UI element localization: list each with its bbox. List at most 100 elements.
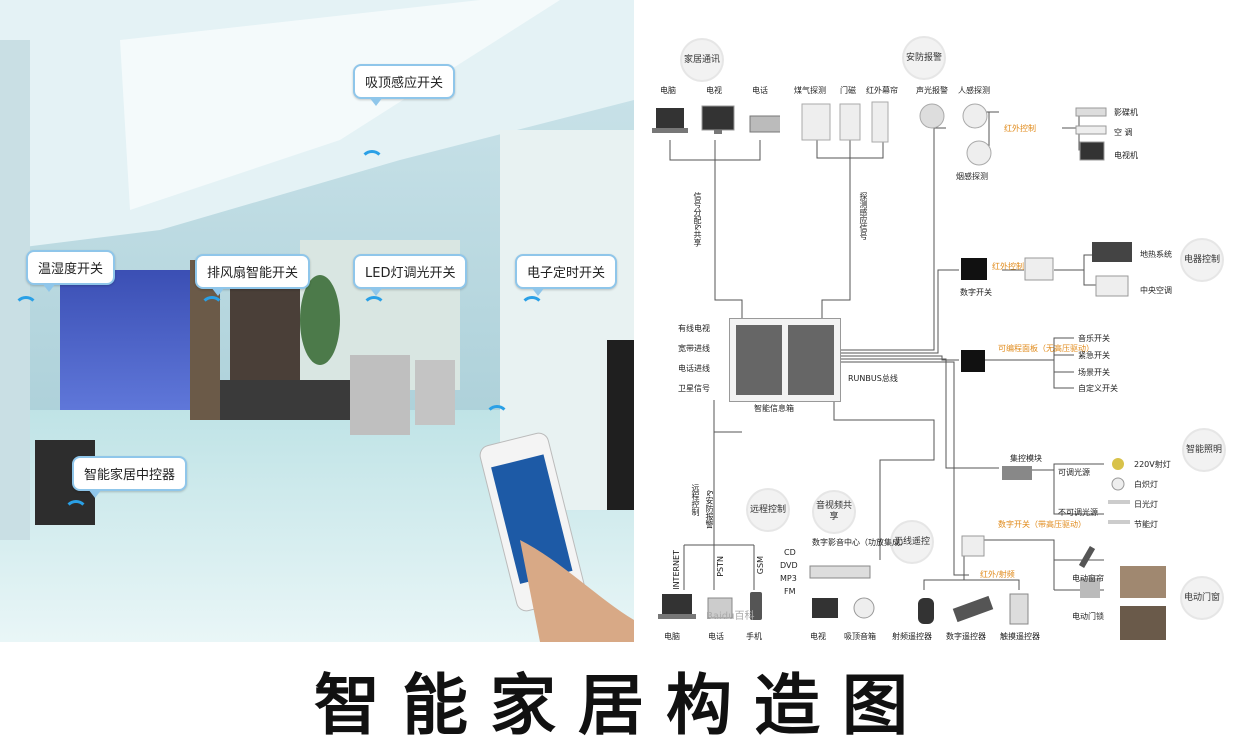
av-output-icons (812, 597, 875, 619)
input-label: 卫星信号 (678, 384, 710, 393)
bus-label: RUNBUS总线 (848, 374, 898, 383)
hvac-icons (1092, 242, 1132, 297)
info-box-panel-icon (736, 325, 834, 395)
group-label: 智能照明 (1185, 444, 1222, 455)
group-label: 音视频共享 (815, 501, 852, 522)
switch-label: 紧急开关 (1078, 351, 1110, 360)
group-security: 安防报警 (904, 38, 944, 78)
av-source: CD (784, 548, 796, 557)
av-source: MP3 (780, 574, 797, 583)
group-label: 安防报警 (905, 52, 942, 63)
lamp-icons (1108, 458, 1130, 524)
callout-led-dimmer: LED灯调光开关 (353, 254, 468, 296)
light-label: 日光灯 (1134, 500, 1158, 509)
line-label: PSTN (716, 556, 725, 577)
central-module-icon (1002, 466, 1032, 480)
wifi-icon (200, 296, 224, 309)
device-label: 烟感探测 (956, 172, 988, 181)
device-label: 手机 (746, 632, 762, 641)
wifi-icon (520, 296, 544, 309)
signal-share-label: 信号分配&共享 (693, 192, 702, 247)
light-label: 220V射灯 (1134, 460, 1171, 469)
device-label: 数字开关 (960, 288, 992, 297)
remote-device-icons (658, 592, 762, 620)
device-label: 电动门锁 (1072, 612, 1104, 621)
group-label: 电器控制 (1183, 254, 1220, 265)
device-label: 红外幕帘 (866, 86, 898, 95)
security-alarm-label: &安防报警 (705, 490, 714, 529)
device-label: 门磁 (840, 86, 856, 95)
group-label: 无线遥控 (893, 536, 930, 547)
device-label: 触摸遥控器 (1000, 632, 1040, 641)
callout-text: 电子定时开关 (527, 266, 606, 281)
device-label: 地热系统 (1140, 250, 1172, 259)
device-label: 电话 (752, 86, 768, 95)
device-label: 电视机 (1114, 151, 1138, 160)
input-label: 电话进线 (678, 364, 710, 373)
remote-ctrl-label: 远程控制 (691, 484, 700, 516)
group-remote: 远程控制 (748, 490, 788, 530)
detect-signal-label: 探测感应信号 (859, 192, 868, 240)
curtain-door-icons (1120, 566, 1166, 640)
switch-label: 音乐开关 (1078, 334, 1110, 343)
module-label: 可编程面板（无高压驱动） (998, 344, 1094, 353)
group-lighting: 智能照明 (1184, 430, 1224, 470)
group-home-comm: 家居通讯 (682, 40, 722, 80)
wifi-icon (362, 296, 386, 309)
security-device-icons (801, 101, 988, 143)
device-label: 电脑 (660, 86, 676, 95)
device-label: 电话 (708, 632, 724, 641)
callout-fan-switch: 排风扇智能开关 (195, 254, 311, 296)
room-illustration (0, 0, 634, 642)
device-label: 电脑 (664, 632, 680, 641)
light-label: 白炽灯 (1134, 480, 1158, 489)
digital-switch-icons (961, 257, 1054, 281)
module-label: 集控模块 (1010, 454, 1042, 463)
ir-device-icons (1075, 107, 1107, 161)
callout-ceiling-sensor: 吸顶感应开关 (353, 64, 456, 106)
callout-text: 吸顶感应开关 (365, 76, 444, 91)
smart-home-photo: 吸顶感应开关 温湿度开关 排风扇智能开关 LED灯调光开关 电子定时开关 智能家… (0, 0, 634, 642)
callout-text: 智能家居中控器 (84, 468, 176, 483)
group-appliance: 电器控制 (1182, 240, 1222, 280)
source-label: 不可调光源 (1058, 508, 1098, 517)
device-label: 吸顶音箱 (844, 632, 876, 641)
switch-label: 场景开关 (1078, 368, 1110, 377)
comm-device-icons (652, 105, 780, 134)
motor-icons (1078, 545, 1100, 598)
callout-central-controller: 智能家居中控器 (72, 456, 188, 498)
av-source: DVD (780, 561, 798, 570)
switch-panel-icon (961, 535, 985, 557)
callout-temp-humidity: 温湿度开关 (26, 250, 116, 292)
device-label: 数字遥控器 (946, 632, 986, 641)
av-center-label: 数字影音中心（功放集成） (812, 538, 908, 547)
device-label: 空 调 (1114, 128, 1133, 137)
scene-panel-icon (961, 350, 985, 372)
device-label: 电视 (810, 632, 826, 641)
line-label: GSM (756, 556, 765, 575)
ir-control-label: 红外控制 (992, 262, 1024, 271)
switch-label: 自定义开关 (1078, 384, 1118, 393)
callout-timer-switch: 电子定时开关 (515, 254, 618, 296)
group-wireless: 无线遥控 (892, 522, 932, 562)
remote-control-icons (918, 593, 1029, 625)
callout-text: 排风扇智能开关 (207, 266, 299, 281)
callout-text: LED灯调光开关 (365, 266, 456, 281)
device-label: 声光报警 (916, 86, 948, 95)
av-center-icon (809, 565, 871, 579)
device-label: 中央空调 (1140, 286, 1172, 295)
module-label: 数字开关（带高压驱动） (998, 520, 1086, 529)
page-title: 智能家居构造图 (314, 667, 930, 744)
smoke-detector-icon (966, 140, 992, 166)
ir-control-label: 红外控制 (1004, 124, 1036, 133)
callout-text: 温湿度开关 (38, 262, 104, 277)
device-label: 影碟机 (1114, 108, 1138, 117)
group-label: 家居通讯 (683, 54, 720, 65)
group-av: 音视频共享 (814, 492, 854, 532)
device-label: 煤气探测 (794, 86, 826, 95)
hub-label: 智能信息箱 (754, 404, 794, 413)
av-source: FM (784, 587, 796, 596)
wifi-icon (14, 296, 38, 309)
device-label: 射频遥控器 (892, 632, 932, 641)
device-label: 人感探测 (958, 86, 990, 95)
